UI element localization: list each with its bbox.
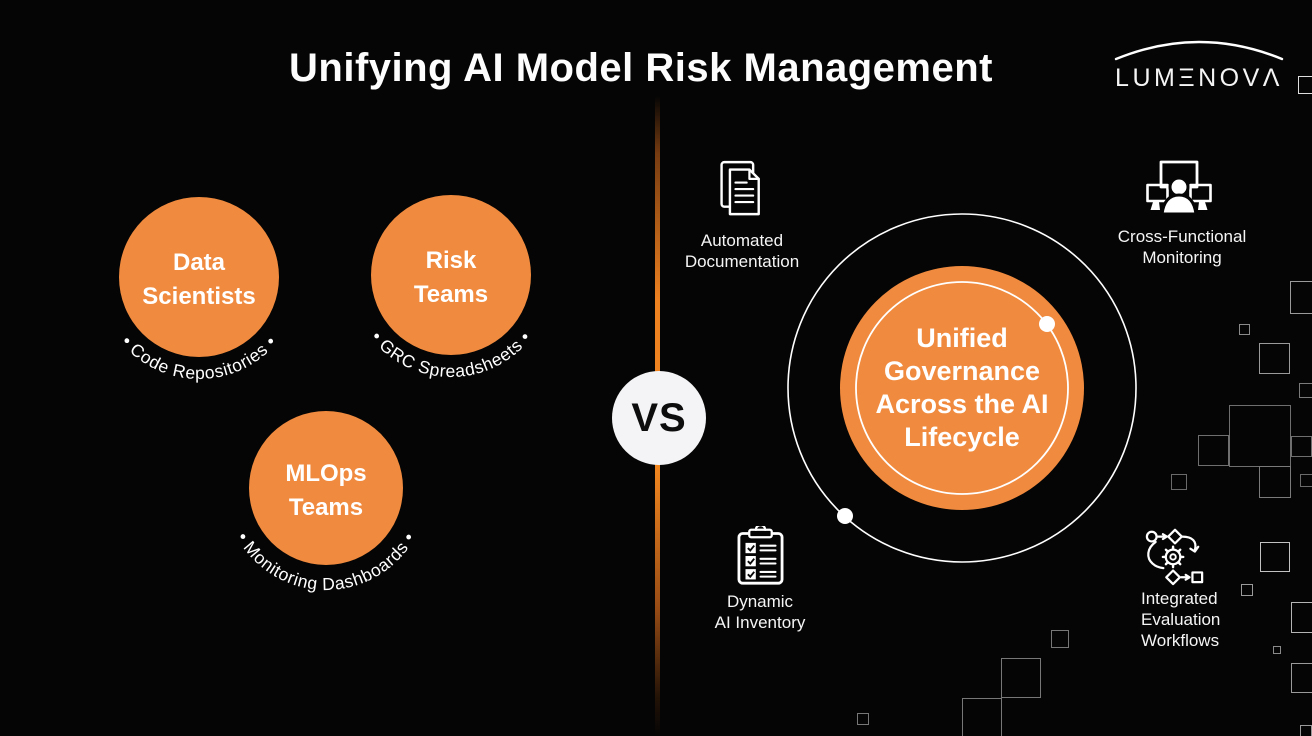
team-circle [371, 195, 531, 355]
decorative-square [1239, 324, 1250, 335]
decorative-square [1291, 436, 1312, 457]
feature-label-dynamic-ai-inventory: Dynamic AI Inventory [670, 591, 850, 633]
decorative-square [1259, 466, 1291, 498]
team-bubble-mlops-teams: MLOps Teams • Monitoring Dashboards • [233, 411, 418, 594]
team-circle [249, 411, 403, 565]
feature-label-line: Dynamic [726, 592, 794, 611]
governance-text: Unified Governance Across the AI Lifecyc… [842, 322, 1082, 454]
decorative-square [1290, 281, 1312, 314]
decorative-square [1299, 383, 1312, 398]
team-bubble-risk-teams: Risk Teams • GRC Spreadsheets • [367, 195, 534, 381]
decorative-square [1241, 584, 1253, 596]
feature-label-line: Documentation [684, 252, 800, 271]
team-name-line: Teams [414, 281, 488, 308]
decorative-square [962, 698, 1002, 736]
governance-line: Lifecycle [904, 422, 1020, 452]
clipboard-checklist-icon [737, 526, 784, 585]
team-name-line: Risk [426, 247, 477, 274]
feature-label-automated-documentation: Automated Documentation [652, 230, 832, 272]
team-name-line: MLOps [285, 460, 366, 487]
lumenova-logo: LUMΞNOVΛ [1108, 34, 1290, 93]
team-circle [119, 197, 279, 357]
decorative-square [857, 713, 869, 725]
vs-badge: VS [612, 371, 706, 465]
logo-arc-icon [1114, 40, 1284, 61]
decorative-square [1198, 435, 1229, 466]
team-name-line: Teams [289, 494, 363, 521]
documents-icon [720, 160, 760, 216]
team-bubble-data-scientists: Data Scientists • Code Repositories • [117, 197, 280, 383]
decorative-square [1171, 474, 1187, 490]
team-name-line: Scientists [142, 283, 255, 310]
workflow-gear-icon [1145, 528, 1204, 586]
orbit-dot-inner [1039, 316, 1055, 332]
decorative-square [1260, 542, 1290, 572]
unified-governance-rings [787, 213, 1137, 563]
feature-label-integrated-evaluation-workflows: Integrated Evaluation Workflows [1141, 588, 1291, 651]
feature-label-line: AI Inventory [714, 613, 806, 632]
page-title: Unifying AI Model Risk Management [289, 46, 993, 90]
person-monitors-icon [1146, 160, 1212, 216]
team-name-line: Data [173, 249, 226, 276]
decorative-square [1229, 405, 1291, 467]
governance-line: Unified [916, 323, 1008, 353]
feature-label-line: Integrated [1141, 589, 1218, 608]
feature-label-line: Evaluation [1141, 610, 1221, 629]
inner-orbit-ring [855, 281, 1069, 495]
vs-label: VS [631, 395, 687, 440]
governance-line: Governance [883, 356, 1041, 386]
decorative-square [1300, 474, 1312, 487]
feature-label-line: Monitoring [1142, 248, 1222, 267]
decorative-square [1273, 646, 1281, 654]
decorative-square [1300, 725, 1312, 736]
governance-circle [840, 266, 1084, 510]
decorative-square [1298, 76, 1312, 94]
feature-label-cross-functional-monitoring: Cross-Functional Monitoring [1082, 226, 1282, 268]
decorative-square [1051, 630, 1069, 648]
orbit-dot-outer [837, 508, 853, 524]
feature-label-line: Cross-Functional [1117, 227, 1247, 246]
feature-label-line: Automated [700, 231, 784, 250]
decorative-square [1291, 602, 1312, 633]
decorative-square [1291, 663, 1312, 693]
feature-label-line: Workflows [1141, 631, 1220, 650]
logo-wordmark: LUMΞNOVΛ [1115, 64, 1283, 92]
governance-line: Across the AI [875, 389, 1049, 419]
outer-orbit-ring [787, 213, 1137, 563]
decorative-square [1259, 343, 1290, 374]
decorative-square [1001, 658, 1041, 698]
